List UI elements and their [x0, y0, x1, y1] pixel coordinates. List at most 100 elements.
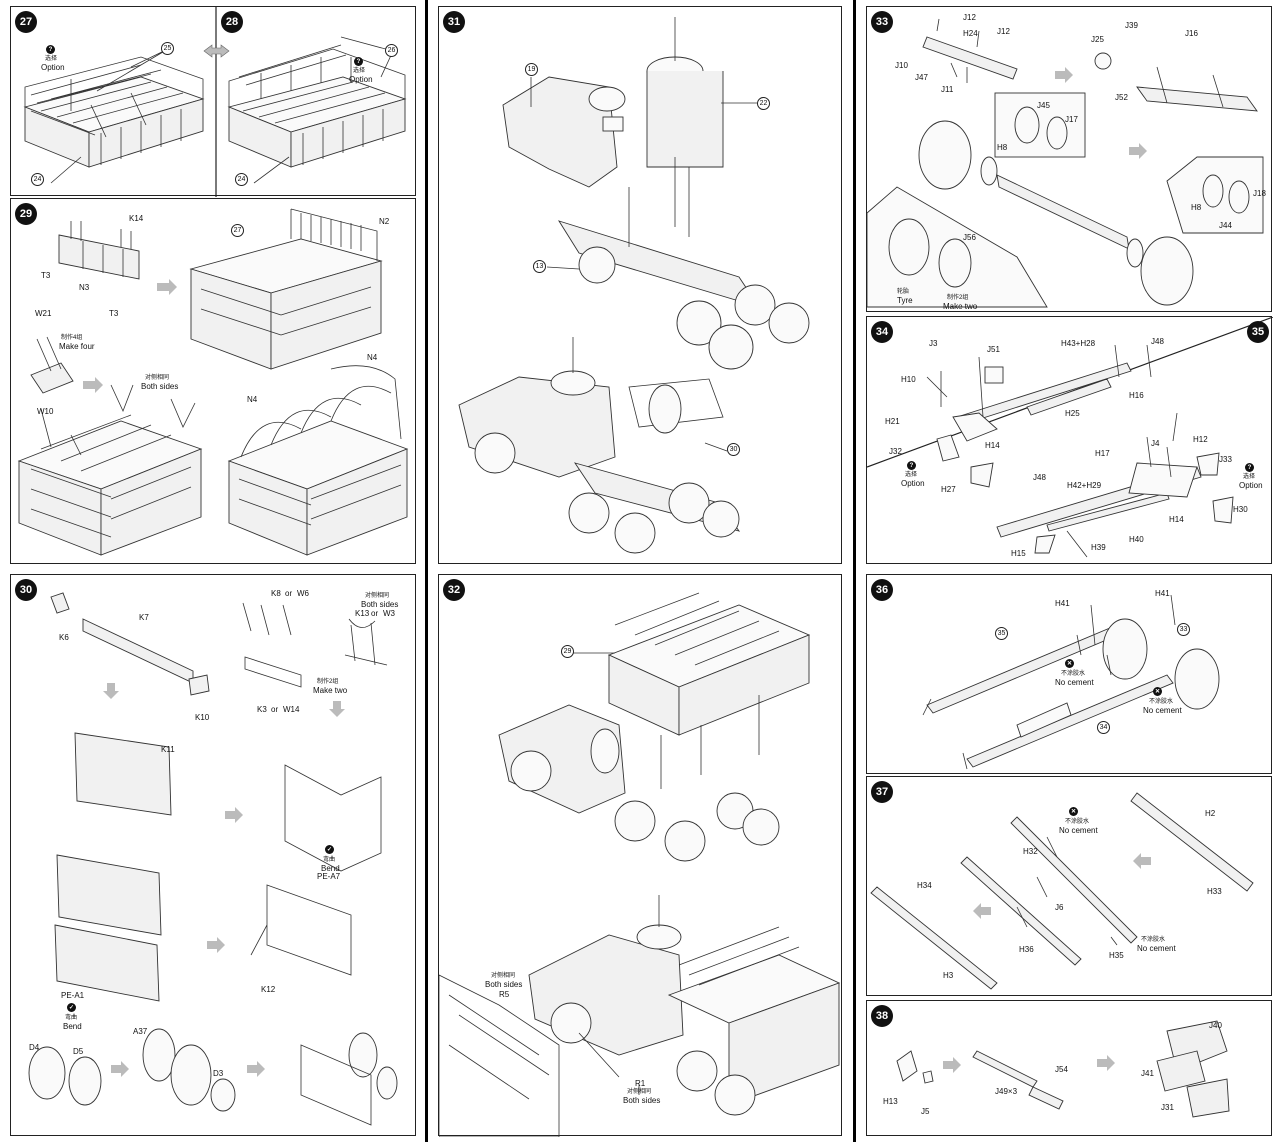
part-label-j12: J12 [997, 27, 1010, 36]
step-arrow-icon [1133, 853, 1151, 869]
axle-beam-drawing [922, 18, 1258, 112]
assembled-tanker-drawing [458, 337, 741, 554]
step-31-panel: 31 19 22 13 30 [438, 6, 842, 564]
callout-26: 26 [385, 44, 398, 57]
callout-33: 33 [1177, 623, 1190, 636]
part-label-j49x3: J49×3 [995, 1087, 1018, 1096]
step-arrow-icon [225, 807, 243, 823]
part-label-w3: W3 [383, 609, 395, 618]
part-label-k7: K7 [139, 613, 149, 622]
step-arrow-icon [1129, 143, 1147, 159]
step-30-panel: 30 K6 K7 K10 K11 K8 or W6 K3 or W14 对侧相同… [10, 574, 416, 1136]
part-label-j56: J56 [963, 233, 976, 242]
both-sides-note-cn: 对侧相同 [627, 1089, 652, 1095]
part-label-h13: H13 [883, 1097, 898, 1106]
part-label-j48: J48 [1151, 337, 1164, 346]
step-arrow-icon [103, 683, 119, 699]
step-27-28-drawing [23, 7, 407, 197]
step-32-panel: 32 29 对侧相同 Both sides R5 R1 对侧相同 Both si… [438, 574, 842, 1137]
no-cement-icon: ✕ [1065, 659, 1074, 668]
part-label-j25: J25 [1091, 35, 1104, 44]
callout-30: 30 [727, 443, 740, 456]
both-sides-note-en: Both sides [361, 600, 399, 609]
part-label-j40: J40 [1209, 1021, 1222, 1030]
part-label-n4: N4 [367, 353, 378, 362]
part-label-j31: J31 [1161, 1103, 1174, 1112]
part-label-j41: J41 [1141, 1069, 1154, 1078]
step-number-31: 31 [443, 11, 465, 33]
step-33-drawing [867, 18, 1264, 308]
step-38-panel: 38 J40 H13 J5 J54 J49×3 J41 J31 [866, 1000, 1272, 1136]
part-label-h33: H33 [1207, 887, 1222, 896]
part-label-j51: J51 [987, 345, 1000, 354]
step-number-28: 28 [221, 11, 243, 33]
both-sides-note-en: Both sides [485, 980, 523, 989]
part-label-j54: J54 [1055, 1065, 1068, 1074]
step-number-30: 30 [15, 579, 37, 601]
tyre-inset-drawing [867, 186, 1048, 308]
part-label-r5: R5 [499, 990, 510, 999]
wheel-assembly-drawing [918, 92, 1264, 306]
seat-drawing [30, 336, 74, 394]
part-label-h16: H16 [1129, 391, 1144, 400]
no-cement-note-cn: 不涂胶水 [1141, 937, 1166, 943]
tyre-note-en: Tyre [897, 296, 913, 305]
part-label-h25: H25 [1065, 409, 1080, 418]
tailgate-drawing [58, 221, 140, 280]
frame-rail-drawing [50, 592, 210, 1002]
water-tank-drawing [646, 17, 724, 168]
trailer-frame-lower-drawing [996, 412, 1234, 558]
chassis-drawing [557, 220, 810, 370]
step-arrow-icon [943, 1057, 961, 1073]
part-label-h30: H30 [1233, 505, 1248, 514]
step-number-37: 37 [871, 781, 893, 803]
step-30-drawing [28, 592, 398, 1126]
part-label-j47: J47 [915, 73, 928, 82]
step-number-35: 35 [1247, 321, 1269, 343]
step-number-32: 32 [443, 579, 465, 601]
part-label-h14: H14 [985, 441, 1000, 450]
part-label-n3: N3 [79, 283, 90, 292]
part-label-j17: J17 [1065, 115, 1078, 124]
both-sides-note-cn: 对侧相同 [145, 375, 170, 381]
left-instruction-page: 27 28 25 24 ? 选择 Option 26 24 ? 选择 Optio… [0, 0, 425, 1142]
part-label-or: or [285, 589, 293, 598]
step-34-35-panel: 34 35 J3 J51 H43+H28 J48 H10 H16 H21 H25… [866, 316, 1273, 564]
part-label-j10: J10 [895, 61, 908, 70]
part-label-h15: H15 [1011, 549, 1026, 558]
make-two-note-cn: 制作2组 [947, 295, 969, 301]
option-note-cn: 选择 [45, 56, 58, 62]
no-cement-icon: ✕ [1069, 807, 1078, 816]
callout-24-b: 24 [235, 173, 248, 186]
part-label-or: or [371, 609, 379, 618]
callout-35: 35 [995, 627, 1008, 640]
part-label-t3: T3 [41, 271, 51, 280]
part-label-j16: J16 [1185, 29, 1198, 38]
truck-bed-drawing-27 [23, 56, 205, 168]
no-cement-note-en: No cement [1055, 678, 1094, 687]
make-four-note-en: Make four [59, 342, 95, 351]
truck-bed-drawing-28 [227, 44, 407, 168]
part-label-pe-a1: PE-A1 [61, 991, 85, 1000]
step-31-drawing [458, 17, 810, 554]
part-label-h8: H8 [997, 143, 1008, 152]
both-sides-note-cn: 对侧相同 [491, 973, 516, 979]
bend-note-en: Bend [321, 864, 340, 873]
part-label-h24: H24 [963, 29, 978, 38]
step-arrow-icon [247, 1061, 265, 1077]
step-arrow-icon [973, 903, 991, 919]
step-29-panel: 29 K14 T3 N3 T3 W21 制作4组 Make four W10 2… [10, 198, 416, 564]
step-33-panel: 33 J12 H24 J12 J10 J47 J11 J25 J39 J16 J… [866, 6, 1272, 312]
page-divider [425, 0, 428, 1142]
no-cement-icon: ✕ [1153, 687, 1162, 696]
inset-detail-drawing [439, 974, 560, 1137]
bed-with-panels-drawing [189, 208, 383, 370]
step-arrow-icon [1055, 67, 1073, 83]
frame-rails-drawing [870, 792, 1254, 990]
part-label-w14: W14 [283, 705, 300, 714]
step-34-35-drawing [867, 317, 1273, 558]
part-label-w21: W21 [35, 309, 52, 318]
part-label-d5: D5 [73, 1047, 84, 1056]
bend-icon: ✓ [67, 1003, 76, 1012]
part-label-j33: J33 [1219, 455, 1232, 464]
